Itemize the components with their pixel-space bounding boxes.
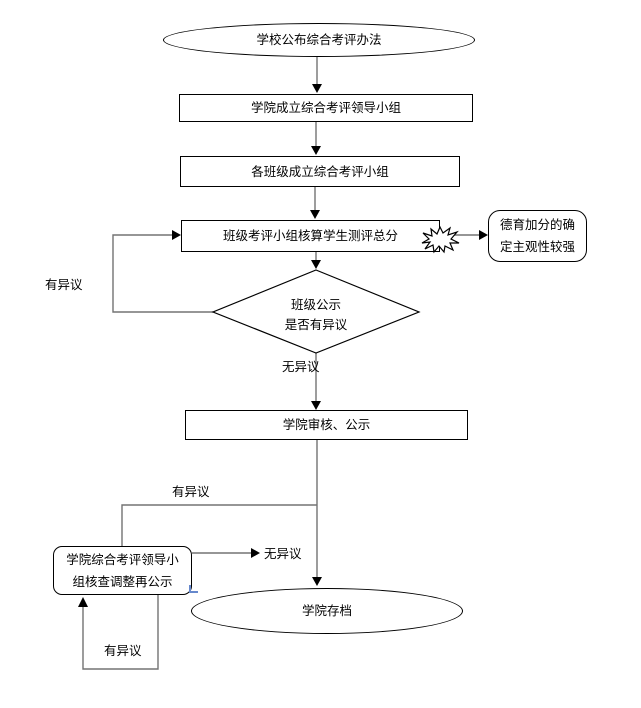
setup-college-group-label: 学院成立综合考评领导小组 <box>250 101 401 115</box>
edge-label-no-objection-mid: 无异议 <box>282 360 320 374</box>
arrowhead-right-icon <box>479 230 488 240</box>
archive-node: 学院存档 <box>191 588 463 634</box>
edge-label-no-objection-bottom: 无异议 <box>264 547 302 561</box>
edge-label-objection-left: 有异议 <box>45 278 83 292</box>
arrowhead-down-icon <box>311 260 321 269</box>
college-review-node: 学院审核、公示 <box>185 410 468 440</box>
arrowhead-right-icon <box>251 548 260 558</box>
decision-label-line2: 是否有异议 <box>284 318 348 332</box>
blue-artifact-horizontal <box>189 591 198 593</box>
arrowhead-right-icon <box>172 230 181 240</box>
arrowhead-down-icon <box>312 84 322 93</box>
note-callout-node: 德育加分的确定主观性较强 <box>488 210 587 262</box>
arrowhead-down-icon <box>311 401 321 410</box>
start-node: 学校公布综合考评办法 <box>163 23 475 57</box>
start-node-label: 学校公布综合考评办法 <box>256 33 382 47</box>
blue-artifact-vertical <box>189 585 191 592</box>
arrowhead-down-icon <box>311 146 321 155</box>
edge-label-objection-loop: 有异议 <box>104 644 142 658</box>
arrowhead-up-icon <box>78 597 88 607</box>
calc-score-node: 班级考评小组核算学生测评总分 <box>181 220 440 252</box>
decision-node-text: 班级公示 是否有异议 <box>216 295 416 335</box>
note-callout-label: 德育加分的确定主观性较强 <box>500 218 576 254</box>
arrowhead-down-icon <box>310 210 320 219</box>
arrowhead-down-icon <box>312 577 322 586</box>
calc-score-label: 班级考评小组核算学生测评总分 <box>222 229 398 243</box>
edge-review-objection-branch <box>121 504 317 546</box>
college-review-label: 学院审核、公示 <box>282 418 371 432</box>
recheck-label: 学院综合考评领导小组核查调整再公示 <box>66 552 179 589</box>
setup-college-group-node: 学院成立综合考评领导小组 <box>179 94 473 122</box>
recheck-node: 学院综合考评领导小组核查调整再公示 <box>53 546 192 595</box>
setup-class-group-label: 各班级成立综合考评小组 <box>251 164 389 179</box>
edge-label-objection-mid: 有异议 <box>172 485 210 499</box>
archive-node-label: 学院存档 <box>301 604 352 618</box>
decision-label-line1: 班级公示 <box>290 298 341 312</box>
setup-class-group-node: 各班级成立综合考评小组 <box>180 156 460 187</box>
